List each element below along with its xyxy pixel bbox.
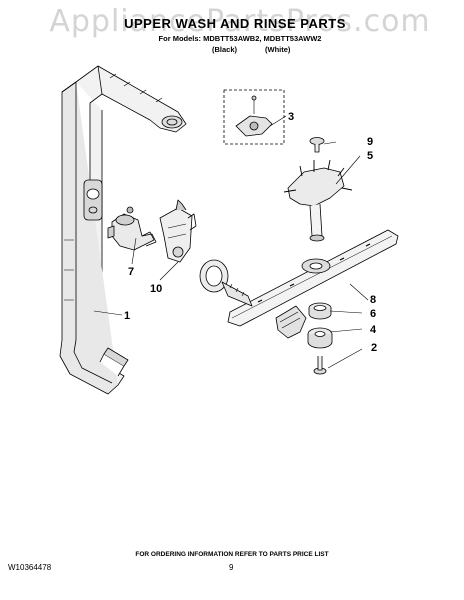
leader-lines: [93, 115, 369, 369]
callout-6: 6: [370, 308, 376, 320]
document-id: W10364478: [8, 563, 52, 572]
page-title: UPPER WASH AND RINSE PARTS: [124, 16, 346, 31]
bellows: [275, 305, 307, 339]
ordering-note: FOR ORDERING INFORMATION REFER TO PARTS …: [135, 551, 329, 558]
callout-2: 2: [371, 342, 377, 354]
callout-9: 9: [367, 136, 373, 148]
models-line: For Models: MDBTT53AWB2, MDBTT53AWW2: [158, 34, 322, 43]
callout-4: 4: [370, 324, 377, 336]
supply-tube: [59, 65, 187, 395]
screw-top: [309, 137, 325, 153]
callout-5: 5: [367, 150, 373, 162]
color-white-label: (White): [265, 45, 291, 54]
color-black-label: (Black): [212, 45, 238, 54]
callout-8: 8: [370, 294, 376, 306]
bolt-bottom: [313, 356, 327, 375]
bearing-ring: [308, 302, 332, 320]
callout-3: 3: [288, 111, 294, 123]
parts-diagram: 1 2 3 4 5 6 7 8 9 10: [59, 65, 399, 395]
callout-7: 7: [128, 266, 134, 278]
watermark: AppliancePartsPros.com: [49, 4, 431, 39]
callout-10: 10: [150, 283, 162, 295]
diverter-bracket: [159, 199, 197, 263]
page-header: AppliancePartsPros.com UPPER WASH AND RI…: [0, 0, 464, 82]
spray-arm: [227, 229, 399, 327]
supply-connector: [199, 259, 253, 307]
callout-1: 1: [124, 310, 130, 322]
seal-nut: [307, 327, 333, 349]
page-number: 9: [229, 563, 234, 572]
inset-box: [223, 89, 285, 145]
spray-arm-mount: [283, 159, 353, 242]
valve: [107, 206, 157, 251]
